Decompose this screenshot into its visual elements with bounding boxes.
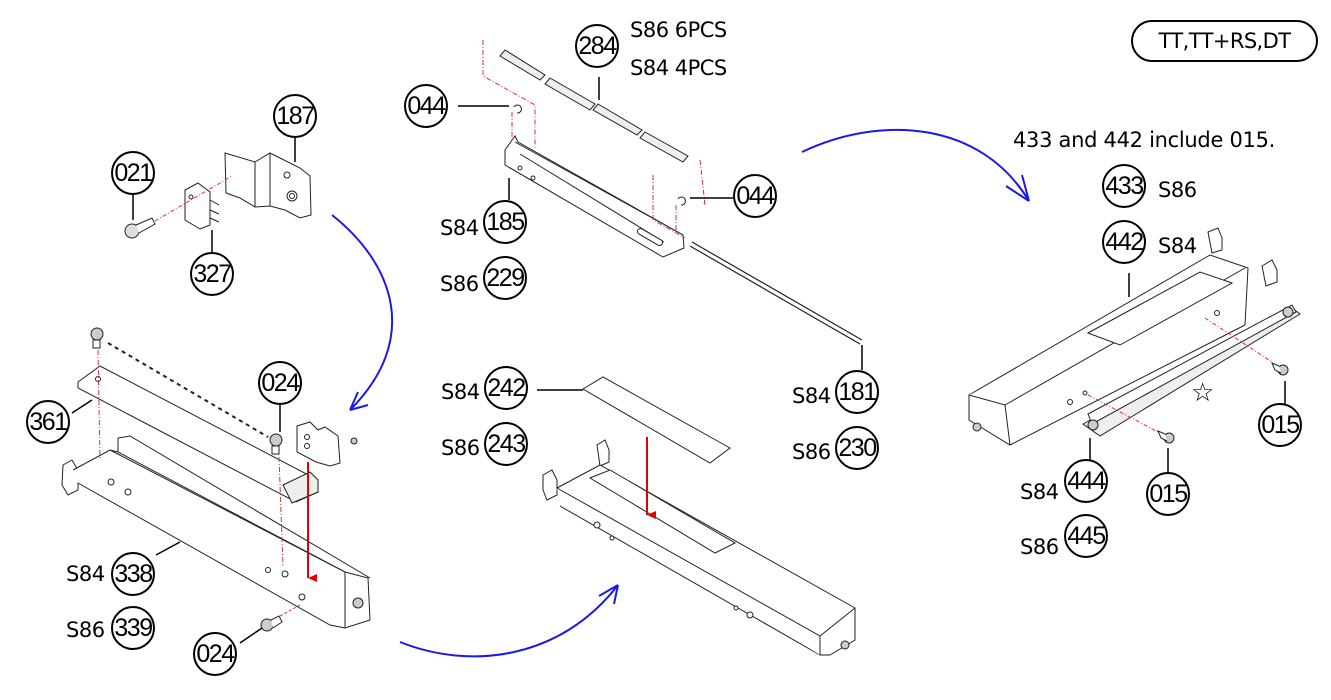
screws-015-drawing: [1157, 362, 1289, 444]
callout-243[interactable]: 243: [484, 422, 528, 466]
prefix-s86-229: S86: [440, 272, 479, 296]
rollers-284-drawing: [499, 49, 689, 163]
clips-044-drawing: [513, 104, 686, 206]
callout-361[interactable]: 361: [26, 400, 70, 444]
suffix-s84-442: S84: [1158, 234, 1197, 258]
prefix-s86-445: S86: [1020, 535, 1059, 559]
bracket-drawing: [296, 421, 358, 467]
prefix-s86-339: S86: [66, 618, 105, 642]
phantom-line: [97, 349, 101, 461]
sheet-242-drawing: [582, 376, 731, 464]
callout-044-left[interactable]: 044: [404, 84, 448, 128]
qty-s84-4pcs: S84 4PCS: [630, 56, 727, 80]
switch-327-drawing: [184, 182, 220, 230]
callout-230[interactable]: 230: [835, 426, 879, 470]
callout-181[interactable]: 181: [835, 370, 879, 414]
flow-arrow-2: [399, 584, 619, 658]
flow-arrow-3: [801, 129, 1030, 202]
callout-021[interactable]: 021: [111, 151, 155, 195]
rail-185-drawing: [504, 135, 685, 258]
callout-339[interactable]: 339: [111, 606, 155, 650]
prefix-s86-230: S86: [792, 440, 831, 464]
callout-024-top[interactable]: 024: [258, 361, 302, 405]
callout-445[interactable]: 445: [1064, 514, 1108, 558]
model-badge: TT,TT+RS,DT: [1131, 20, 1318, 62]
frame-middle-drawing: [542, 439, 856, 656]
plate-361-drawing: [77, 365, 319, 504]
suffix-s86-433: S86: [1158, 178, 1197, 202]
callout-444[interactable]: 444: [1064, 459, 1108, 503]
leader-lines: [71, 77, 1286, 644]
prefix-s84-338: S84: [66, 562, 105, 586]
roller-444-drawing: [1082, 304, 1301, 437]
prefix-s84-185: S84: [440, 216, 479, 240]
callout-338[interactable]: 338: [111, 552, 155, 596]
phantom-line: [482, 40, 706, 239]
bracket-187-drawing: [224, 152, 312, 219]
callout-015-bottom[interactable]: 015: [1146, 472, 1190, 516]
star-symbol: ☆: [1191, 378, 1215, 408]
prefix-s86-243: S86: [441, 436, 480, 460]
callout-187[interactable]: 187: [273, 94, 317, 138]
flow-arrow-1: [331, 214, 394, 411]
callout-185[interactable]: 185: [483, 200, 527, 244]
shaft-181-drawing: [689, 241, 863, 345]
callout-015-right[interactable]: 015: [1258, 403, 1302, 447]
phantom-line: [1087, 394, 1159, 433]
note-text: 433 and 442 include 015.: [1013, 128, 1276, 152]
frame-442-drawing: [968, 227, 1278, 446]
prefix-s84-181: S84: [792, 384, 831, 408]
prefix-s84-444: S84: [1020, 480, 1059, 504]
callout-044-right[interactable]: 044: [733, 174, 777, 218]
callout-242[interactable]: 242: [484, 366, 528, 410]
callout-229[interactable]: 229: [483, 256, 527, 300]
callout-284[interactable]: 284: [575, 24, 619, 68]
callout-433[interactable]: 433: [1102, 164, 1146, 208]
dotted-line: [107, 342, 269, 438]
phantom-line: [278, 456, 284, 568]
callout-024-bottom[interactable]: 024: [193, 632, 237, 676]
callout-442[interactable]: 442: [1102, 220, 1146, 264]
prefix-s84-242: S84: [441, 380, 480, 404]
frame-338-drawing: [61, 435, 371, 629]
phantom-line: [1204, 317, 1273, 363]
screw-021-drawing: [124, 217, 156, 239]
qty-s86-6pcs: S86 6PCS: [630, 18, 727, 42]
screws-024-drawing: [90, 327, 283, 632]
phantom-line: [154, 175, 233, 222]
callout-327[interactable]: 327: [190, 252, 234, 296]
phantom-line: [279, 604, 301, 617]
